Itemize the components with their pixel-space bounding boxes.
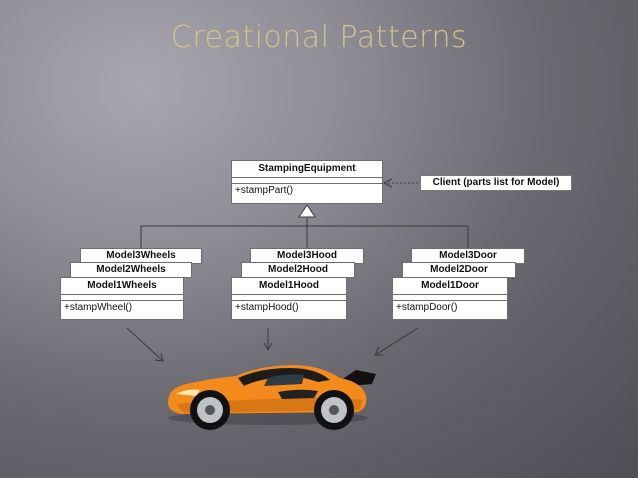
model1-hood-attributes	[232, 295, 346, 301]
arrow-head-icon	[374, 346, 383, 356]
base-class-attributes	[232, 178, 382, 184]
model1-door-box: Model1Door +stampDoor()	[392, 277, 508, 320]
model1-wheels-box: Model1Wheels +stampWheel()	[60, 277, 184, 320]
slide-title: Creational Patterns	[170, 20, 468, 55]
model1-door-operation: +stampDoor()	[396, 302, 458, 313]
model1-door-attributes	[393, 295, 507, 301]
base-class-name: StampingEquipment	[232, 161, 382, 178]
base-class-box: StampingEquipment +stampPart()	[231, 160, 383, 204]
model1-hood-box: Model1Hood +stampHood()	[231, 277, 347, 320]
inheritance-triangle-icon	[298, 204, 316, 218]
arrow-head-icon	[263, 342, 273, 352]
model1-wheels-attributes	[61, 295, 183, 301]
model2-hood-box: Model2Hood	[241, 262, 355, 278]
sports-car-icon	[168, 365, 376, 430]
model1-door-name: Model1Door	[393, 278, 507, 295]
dependency-arrow-icon	[382, 178, 393, 188]
arrow-head-icon	[154, 352, 164, 362]
model1-hood-name: Model1Hood	[232, 278, 346, 295]
model1-hood-operation: +stampHood()	[235, 302, 299, 313]
model1-wheels-operation: +stampWheel()	[64, 302, 133, 313]
model2-wheels-box: Model2Wheels	[70, 262, 192, 278]
model1-wheels-name: Model1Wheels	[61, 278, 183, 295]
model2-door-box: Model2Door	[402, 262, 516, 278]
client-box: Client (parts list for Model)	[420, 175, 572, 191]
arrow-door-to-car	[374, 327, 419, 356]
arrow-wheels-to-car	[126, 327, 164, 362]
base-class-operation: +stampPart()	[235, 185, 294, 196]
